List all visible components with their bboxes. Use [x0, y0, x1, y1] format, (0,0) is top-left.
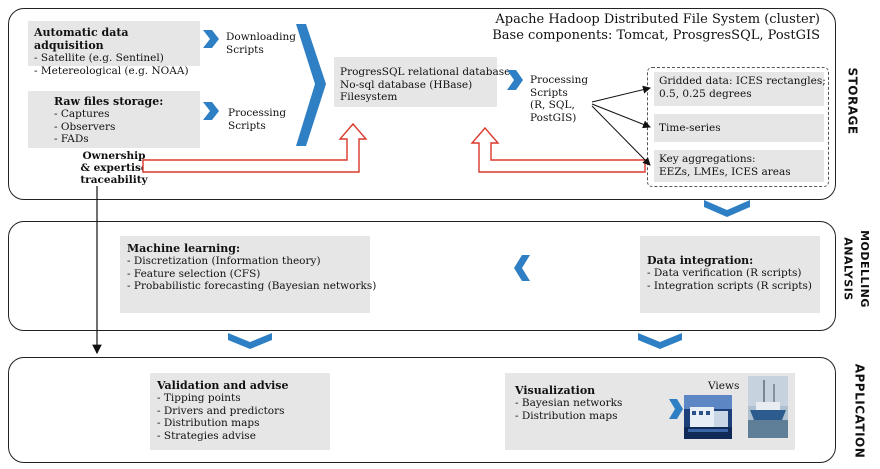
converging-chevron-icon — [296, 24, 326, 146]
ownership-line2: & expertise — [80, 162, 148, 174]
raw-files-item-captures: - Captures — [54, 108, 110, 120]
acquisition-title: Automatic data adquisition — [34, 26, 129, 52]
validation-item-strategies: - Strategies advise — [157, 429, 256, 442]
ml-item-forecasting: - Probabilistic forecasting (Bayesian ne… — [127, 280, 377, 292]
chevron-down-icon — [228, 333, 272, 349]
aggregations-line1: Key aggregations: — [659, 153, 756, 165]
connector-to-gridded — [591, 85, 651, 103]
views-label: Views — [708, 380, 740, 392]
processing-left-line2: Scripts — [228, 119, 266, 132]
database-line3: Filesystem — [340, 91, 398, 103]
validation-item-maps: - Distribution maps — [157, 417, 260, 429]
ownership-arrow-outline — [470, 126, 646, 173]
integration-item-scripts: - Integration scripts (R scripts) — [647, 279, 812, 292]
visualization-item-bn: - Bayesian networks — [515, 397, 623, 409]
database-line2: No-sql database (HBase) — [340, 78, 473, 91]
raw-files-item-observers: - Observers — [54, 120, 116, 133]
machine-learning-title: Machine learning: — [127, 242, 241, 255]
gridded-line1: Gridded data: ICES rectangles; — [659, 75, 826, 87]
downloading-line1: Downloading — [226, 31, 296, 43]
timeseries-label: Time-series — [659, 122, 721, 134]
gridded-line2: 0.5, 0.25 degrees — [659, 87, 752, 100]
validation-box: Validation and advise - Tipping points -… — [150, 373, 330, 450]
harbor-photo — [684, 395, 732, 439]
downloading-scripts-label: Downloading Scripts — [226, 31, 296, 56]
aggregations-box: Key aggregations: EEZs, LMEs, ICES areas — [654, 150, 824, 182]
storage-header-line2: Base components: Tomcat, ProsgresSQL, Po… — [492, 28, 820, 43]
raw-files-box: Raw files storage: - Captures - Observer… — [28, 91, 200, 148]
visualization-title: Visualization — [515, 384, 596, 397]
ownership-arrow-outline — [142, 122, 368, 173]
visualization-item-maps: - Distribution maps — [515, 409, 618, 422]
chevron-down-icon — [704, 200, 750, 217]
chevron-right-icon — [669, 399, 683, 419]
processing-right-line2: Scripts — [530, 86, 568, 99]
ownership-line3: traceability — [80, 174, 148, 186]
processing-right-line3: (R, SQL, — [530, 99, 575, 111]
chevron-left-icon — [514, 255, 530, 281]
processing-scripts-left-label: Processing Scripts — [228, 107, 286, 132]
processing-scripts-right-label: Processing Scripts (R, SQL, PostGIS) — [530, 74, 588, 124]
database-box: ProgresSQL relational database No-sql da… — [334, 57, 511, 107]
connector-to-aggregations — [591, 105, 651, 166]
raw-files-item-fads: - FADs — [54, 133, 89, 145]
chevron-right-icon — [203, 30, 219, 48]
timeseries-box: Time-series — [654, 114, 824, 142]
vessel-photo — [748, 376, 788, 438]
ownership-label: Ownership & expertise traceability — [64, 150, 164, 186]
database-line1: ProgresSQL relational database — [340, 66, 511, 78]
processing-right-line1: Processing — [530, 74, 589, 86]
acquisition-item-meteo: - Metereological (e.g. NOAA) — [34, 64, 189, 77]
ml-item-feature-selection: - Feature selection (CFS) — [127, 267, 261, 280]
data-integration-box: Data integration: - Data verification (R… — [640, 236, 820, 313]
data-integration-title: Data integration: — [647, 254, 754, 267]
chevron-right-icon — [507, 70, 523, 90]
validation-item-tipping: - Tipping points — [157, 392, 241, 404]
processing-right-line4: PostGIS) — [530, 111, 577, 124]
processing-left-line1: Processing — [228, 107, 287, 119]
storage-header-line1: Apache Hadoop Distributed File System (c… — [495, 12, 820, 27]
visualization-box: Visualization - Bayesian networks - Dist… — [505, 373, 795, 450]
acquisition-item-satellite: - Satellite (e.g. Sentinel) — [34, 52, 164, 64]
integration-item-verification: - Data verification (R scripts) — [647, 267, 802, 279]
chevron-right-icon — [203, 102, 219, 120]
acquisition-box: Automatic data adquisition - Satellite (… — [28, 21, 200, 77]
downloading-line2: Scripts — [226, 43, 264, 56]
connector-to-timeseries — [591, 103, 651, 129]
validation-item-drivers: - Drivers and predictors — [157, 404, 285, 417]
ownership-line1: Ownership — [82, 150, 146, 162]
ml-item-discretization: - Discretization (Information theory) — [127, 255, 321, 267]
validation-title: Validation and advise — [157, 379, 289, 392]
storage-header: Apache Hadoop Distributed File System (c… — [480, 12, 820, 44]
aggregations-line2: EEZs, LMEs, ICES areas — [659, 165, 791, 178]
raw-files-title: Raw files storage: — [54, 95, 164, 108]
chevron-down-icon — [638, 333, 682, 349]
gridded-data-box: Gridded data: ICES rectangles; 0.5, 0.25… — [654, 72, 826, 106]
machine-learning-box: Machine learning: - Discretization (Info… — [120, 236, 377, 313]
